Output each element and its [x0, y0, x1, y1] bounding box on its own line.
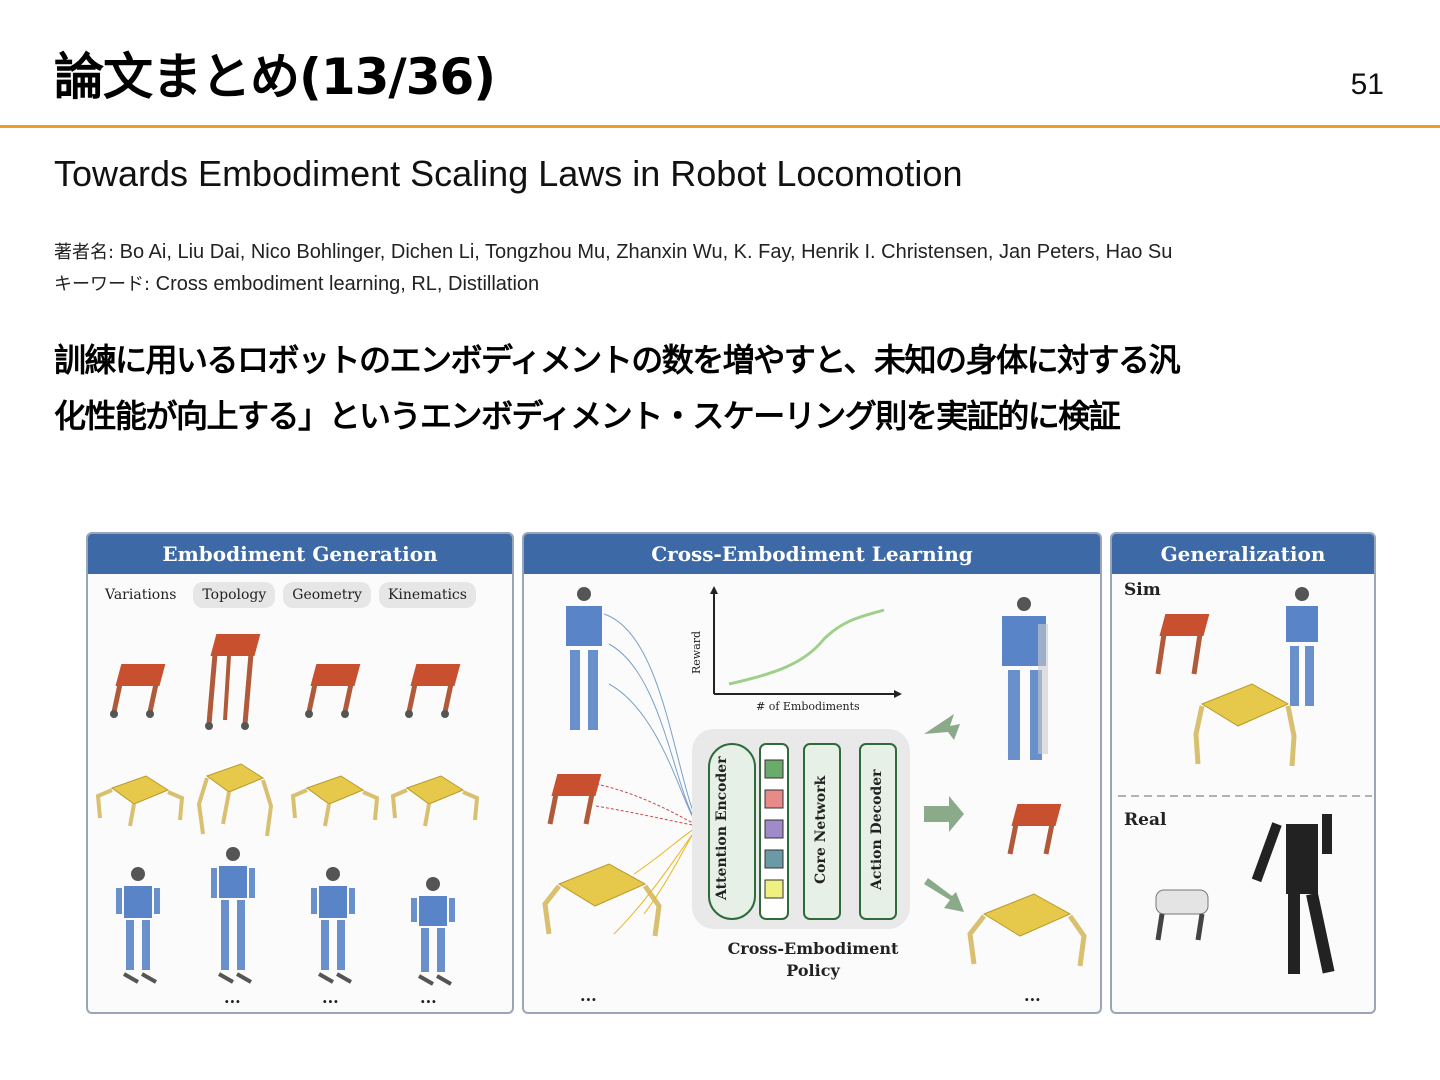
- keywords-value: Cross embodiment learning, RL, Distillat…: [155, 273, 540, 295]
- learning-illustration: [542, 586, 1087, 967]
- real-humanoid-robot-icon: [1251, 814, 1335, 974]
- blue-humanoid-icon: [566, 587, 602, 730]
- panel-embodiment-generation: Embodiment Generation Variations Topolog…: [86, 532, 514, 1014]
- yellow-hexapod-icon: [967, 893, 1087, 967]
- blue-humanoid-icon: [1002, 597, 1048, 760]
- policy-block: [692, 729, 910, 929]
- page-number: 51: [1350, 68, 1384, 101]
- keywords-label: キーワード:: [54, 274, 151, 295]
- policy-label-line-2: Policy: [786, 961, 840, 980]
- yellow-hexapod-icon: [390, 775, 480, 827]
- title-divider: [0, 125, 1440, 128]
- yellow-hexapod-icon: [542, 863, 662, 937]
- ellipsis: ...: [322, 988, 339, 1007]
- chip-kinematics: Kinematics: [378, 582, 476, 608]
- arrow-icon: [924, 878, 964, 912]
- red-quadruped-icon: [405, 664, 461, 718]
- blue-humanoid-icon: [311, 867, 355, 984]
- panel-generalization: Generalization: [1110, 532, 1376, 1014]
- authors-line: 著者名: Bo Ai, Liu Dai, Nico Bohlinger, Dic…: [54, 238, 1172, 264]
- chip-topology: Topology: [193, 582, 276, 608]
- policy-label-line-1: Cross-Embodiment: [727, 939, 899, 958]
- ellipsis: ...: [580, 986, 597, 1005]
- yellow-hexapod-icon: [1193, 683, 1297, 767]
- ellipsis: ...: [224, 988, 241, 1007]
- blue-humanoid-icon: [116, 867, 160, 984]
- red-quadruped-icon: [110, 664, 166, 718]
- core-network-label: Core Network: [813, 775, 829, 884]
- encoder-label: Attention Encoder: [714, 756, 730, 900]
- arrow-icon: [924, 714, 960, 740]
- blue-humanoid-icon: [1286, 587, 1318, 706]
- method-figure: Embodiment Generation Variations Topolog…: [86, 532, 1376, 1014]
- paper-title: Towards Embodiment Scaling Laws in Robot…: [54, 153, 963, 194]
- generalization-illustration: [1118, 587, 1372, 974]
- panel-cross-embodiment-learning: Cross-Embodiment Learning: [522, 532, 1102, 1014]
- red-quadruped-icon: [305, 664, 361, 718]
- yellow-hexapod-icon: [95, 775, 185, 827]
- authors-value: Bo Ai, Liu Dai, Nico Bohlinger, Dichen L…: [119, 241, 1173, 263]
- red-quadruped-icon: [547, 774, 602, 825]
- real-quadruped-robot-icon: [1155, 889, 1209, 941]
- action-decoder-label: Action Decoder: [869, 769, 885, 890]
- plot-ylabel: Reward: [690, 630, 703, 674]
- real-label: Real: [1124, 810, 1167, 830]
- robot-variations-illustration: [95, 634, 480, 986]
- keywords-line: キーワード: Cross embodiment learning, RL, Di…: [54, 270, 539, 296]
- variations-label: Variations: [105, 587, 177, 603]
- reward-plot: [710, 586, 902, 698]
- summary-line-1: 訓練に用いるロボットのエンボディメントの数を増やすと、未知の身体に対する汎: [54, 341, 1180, 379]
- summary-line-2: 化性能が向上する」というエンボディメント・スケーリング則を実証的に検証: [54, 397, 1121, 435]
- slide-title: 論文まとめ(13/36): [54, 48, 496, 106]
- authors-label: 著者名:: [54, 242, 115, 263]
- yellow-hexapod-icon: [290, 775, 380, 827]
- panel-header-embodiment-generation: Embodiment Generation: [88, 534, 512, 574]
- sim-label: Sim: [1124, 580, 1161, 600]
- panel-header-cross-embodiment-learning: Cross-Embodiment Learning: [524, 534, 1100, 574]
- red-quadruped-icon: [1155, 614, 1210, 675]
- ellipsis: ...: [1024, 986, 1041, 1005]
- yellow-hexapod-tall-icon: [196, 763, 274, 837]
- blue-humanoid-icon: [411, 877, 455, 986]
- variation-chips: Variations Topology Geometry Kinematics: [96, 582, 476, 608]
- red-quadruped-tall-icon: [205, 634, 261, 730]
- chip-geometry: Geometry: [283, 582, 371, 608]
- arrow-icon: [924, 796, 964, 832]
- summary-text: 訓練に用いるロボットのエンボディメントの数を増やすと、未知の身体に対する汎 化性…: [54, 332, 1354, 444]
- blue-humanoid-tall-icon: [211, 847, 255, 984]
- ellipsis: ...: [420, 988, 437, 1007]
- red-quadruped-icon: [1007, 804, 1062, 855]
- panel-header-generalization: Generalization: [1112, 534, 1374, 574]
- plot-xlabel: # of Embodiments: [756, 700, 860, 713]
- policy-label: Cross-Embodiment Policy: [708, 938, 918, 982]
